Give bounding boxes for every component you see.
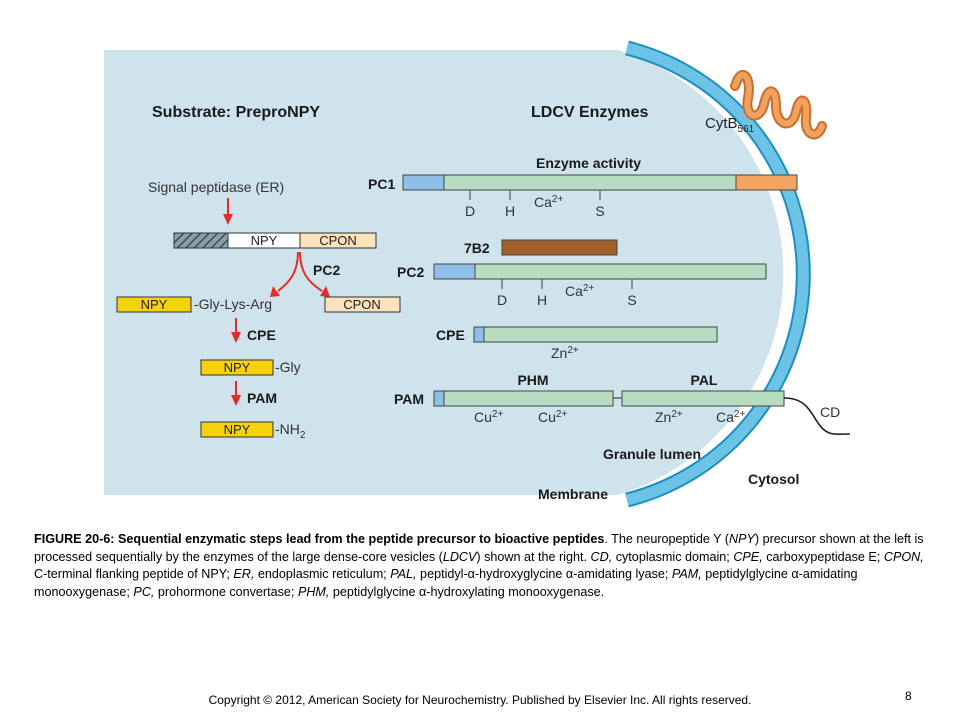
substrate-title: Substrate: PreproNPY bbox=[152, 104, 320, 121]
pc2-bar bbox=[433, 263, 767, 280]
caption-segment: NPY bbox=[729, 532, 755, 546]
membrane-label: Membrane bbox=[538, 486, 608, 502]
caption-segment: LDCV bbox=[442, 549, 477, 564]
cytb561-coil-icon bbox=[730, 69, 827, 140]
pam-cytoplasmic-tail bbox=[783, 397, 851, 436]
caption-segment: ) precursor shown at the left is process… bbox=[34, 532, 924, 564]
caption-segment: endoplasmic reticulum; bbox=[254, 567, 391, 582]
pc1-bar bbox=[402, 174, 798, 191]
copyright-notice: Copyright © 2012, American Society for N… bbox=[208, 693, 752, 707]
caption-segment: ) shown at the right. bbox=[476, 549, 591, 564]
pc2-label: PC2 bbox=[397, 264, 424, 280]
pal-label: PAL bbox=[691, 372, 718, 388]
pc2-step-label: PC2 bbox=[313, 262, 340, 278]
cpe-label: CPE bbox=[436, 327, 465, 343]
caption-segment: cytoplasmic domain; bbox=[612, 549, 734, 564]
npy-gly-box bbox=[200, 359, 274, 376]
svg-text:Ca2+: Ca2+ bbox=[565, 283, 594, 299]
svg-text:S: S bbox=[627, 292, 636, 308]
pc2-split-arrow-icon bbox=[277, 251, 323, 292]
cytb561-label: CytB561 bbox=[705, 115, 755, 135]
pam-label: PAM bbox=[394, 391, 424, 407]
cytosol-label: Cytosol bbox=[748, 471, 799, 487]
cpe-step-label: CPE bbox=[247, 327, 276, 343]
npy-processing-diagram: CytB561 Substrate: PreproNPY LDCV Enzyme… bbox=[104, 40, 851, 508]
caption-segment: prohormone convertase; bbox=[154, 584, 298, 599]
figure-caption: FIGURE 20-6: Sequential enzymatic steps … bbox=[34, 531, 934, 601]
enzyme-activity-label: Enzyme activity bbox=[536, 155, 641, 171]
svg-text:Ca2+: Ca2+ bbox=[716, 409, 745, 425]
caption-segment: peptidylglycine α-amidating monooxygenas… bbox=[34, 567, 858, 599]
svg-text:CPON: CPON bbox=[343, 297, 381, 312]
signal-peptidase-label: Signal peptidase (ER) bbox=[148, 179, 284, 195]
gly-lys-arg-label: -Gly-Lys-Arg bbox=[194, 296, 272, 312]
b7b2-bar bbox=[501, 239, 618, 256]
granule-lumen-label: Granule lumen bbox=[603, 446, 701, 462]
svg-text:NPY: NPY bbox=[141, 297, 168, 312]
caption-segment: C-terminal flanking peptide of NPY; bbox=[34, 567, 234, 582]
svg-text:D: D bbox=[465, 203, 475, 219]
pc1-site-ticks bbox=[469, 190, 601, 200]
arrow-down-icon bbox=[231, 318, 241, 343]
caption-segment: CD, bbox=[590, 549, 613, 564]
svg-text:S: S bbox=[595, 203, 604, 219]
svg-text:H: H bbox=[537, 292, 547, 308]
svg-text:NPY: NPY bbox=[224, 422, 251, 437]
caption-title: FIGURE 20-6: Sequential enzymatic steps … bbox=[34, 532, 605, 546]
prepro-npy-bar: NPY CPON bbox=[173, 232, 377, 249]
gly-label: -Gly bbox=[275, 359, 301, 375]
caption-segment: CPE, bbox=[733, 549, 763, 564]
svg-text:Cu2+: Cu2+ bbox=[538, 409, 567, 425]
caption-segment: peptidyl-α-hydroxyglycine α-amidating ly… bbox=[416, 567, 672, 582]
svg-text:Cu2+: Cu2+ bbox=[474, 409, 503, 425]
caption-segment: carboxypeptidase E; bbox=[762, 549, 884, 564]
svg-text:H: H bbox=[505, 203, 515, 219]
cpon-fragment-box bbox=[324, 296, 401, 313]
npy-amide-box bbox=[200, 421, 274, 438]
b7b2-label: 7B2 bbox=[464, 240, 490, 256]
svg-text:CPON: CPON bbox=[319, 233, 357, 248]
svg-text:NPY: NPY bbox=[251, 233, 278, 248]
svg-text:NPY: NPY bbox=[224, 360, 251, 375]
npy-box bbox=[116, 296, 192, 313]
nh2-label: -NH2 bbox=[275, 421, 306, 441]
cd-label: CD bbox=[820, 404, 840, 420]
svg-text:Zn2+: Zn2+ bbox=[655, 409, 683, 425]
pc1-label: PC1 bbox=[368, 176, 395, 192]
caption-body: . The neuropeptide Y (NPY) precursor sho… bbox=[34, 532, 924, 599]
caption-segment: PAL, bbox=[390, 567, 417, 582]
pam-bar bbox=[433, 390, 785, 407]
slide-number: 8 bbox=[905, 689, 912, 703]
svg-text:D: D bbox=[497, 292, 507, 308]
pc2-site-ticks bbox=[501, 279, 633, 289]
caption-segment: PC, bbox=[133, 584, 155, 599]
caption-segment: PAM, bbox=[671, 567, 702, 582]
arrow-down-icon bbox=[231, 381, 241, 406]
caption-segment: CPON, bbox=[883, 549, 924, 564]
svg-text:Ca2+: Ca2+ bbox=[534, 194, 563, 210]
caption-segment: PHM, bbox=[297, 584, 330, 599]
caption-segment: ER, bbox=[233, 567, 255, 582]
enzymes-title: LDCV Enzymes bbox=[531, 104, 648, 121]
pam-step-label: PAM bbox=[247, 390, 277, 406]
arrow-down-icon bbox=[223, 198, 233, 225]
caption-segment: peptidylglycine α-hydroxylating monooxyg… bbox=[329, 584, 605, 599]
cpe-zinc-label: Zn2+ bbox=[551, 345, 579, 361]
cpe-bar bbox=[473, 326, 718, 343]
phm-label: PHM bbox=[517, 372, 548, 388]
caption-segment: . The neuropeptide Y ( bbox=[604, 532, 729, 546]
